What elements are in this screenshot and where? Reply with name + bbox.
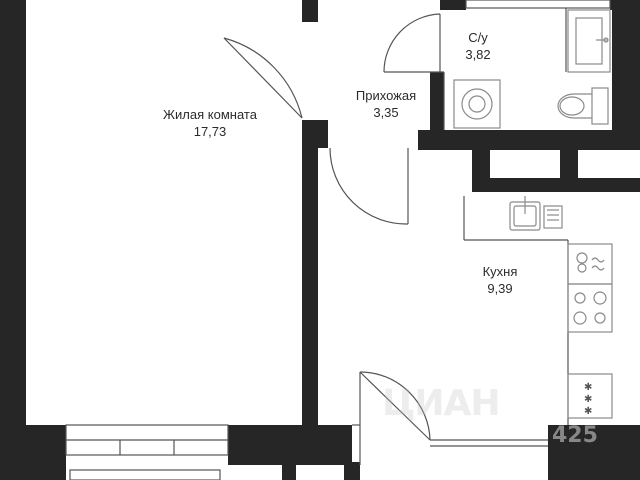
hall-right-wall: [430, 72, 444, 148]
door-icon: [223, 13, 441, 441]
bottom-wall-left: [0, 425, 66, 480]
sink-icon: [567, 9, 611, 73]
room-name: Жилая комната: [163, 107, 257, 122]
room-label-kitchen: Кухня 9,39: [470, 263, 530, 297]
kitchen-sink-icon: [509, 196, 563, 231]
kitchen-counter: [567, 243, 613, 419]
top-right-wall-a: [440, 0, 466, 10]
bottom-stub-2: [344, 462, 360, 480]
room-area: 17,73: [193, 124, 227, 139]
bath-bottom-wall: [418, 130, 640, 150]
shafts: [490, 150, 612, 178]
room-name: С/у: [468, 30, 488, 45]
partition-wall-upper: [302, 0, 318, 22]
room-label-bathroom: С/у 3,82: [448, 29, 508, 63]
room-label-hall: Прихожая 3,35: [336, 87, 436, 121]
room-area: 9,39: [487, 281, 513, 296]
partition-wall-stub: [302, 120, 328, 148]
watermark-number: 425: [552, 423, 598, 448]
room-area: 3,35: [373, 105, 399, 120]
window-icon: [65, 0, 611, 480]
watermark-logo: ЦИАН: [382, 383, 501, 424]
shaft-frame-bottom: [472, 178, 640, 192]
washing-machine-icon: [453, 79, 501, 129]
room-name: Кухня: [482, 264, 518, 279]
shaft-frame-middle: [560, 146, 578, 192]
bottom-wall-right: [548, 425, 640, 480]
room-label-living: Жилая комната 17,73: [140, 106, 280, 140]
left-outer-wall: [0, 0, 26, 480]
right-outer-wall: [612, 0, 640, 150]
room-area: 3,82: [465, 47, 491, 62]
bottom-stub: [282, 462, 296, 480]
toilet-icon: [557, 87, 609, 125]
oven-icon: ✱ ✱ ✱: [584, 382, 592, 417]
svg-text:✱: ✱: [584, 382, 592, 393]
svg-text:✱: ✱: [584, 406, 592, 417]
partition-wall-lower: [302, 120, 318, 425]
svg-text:✱: ✱: [584, 394, 592, 405]
room-name: Прихожая: [355, 88, 417, 103]
stove-icon: [573, 252, 607, 325]
bottom-wall-mid: [228, 425, 352, 465]
